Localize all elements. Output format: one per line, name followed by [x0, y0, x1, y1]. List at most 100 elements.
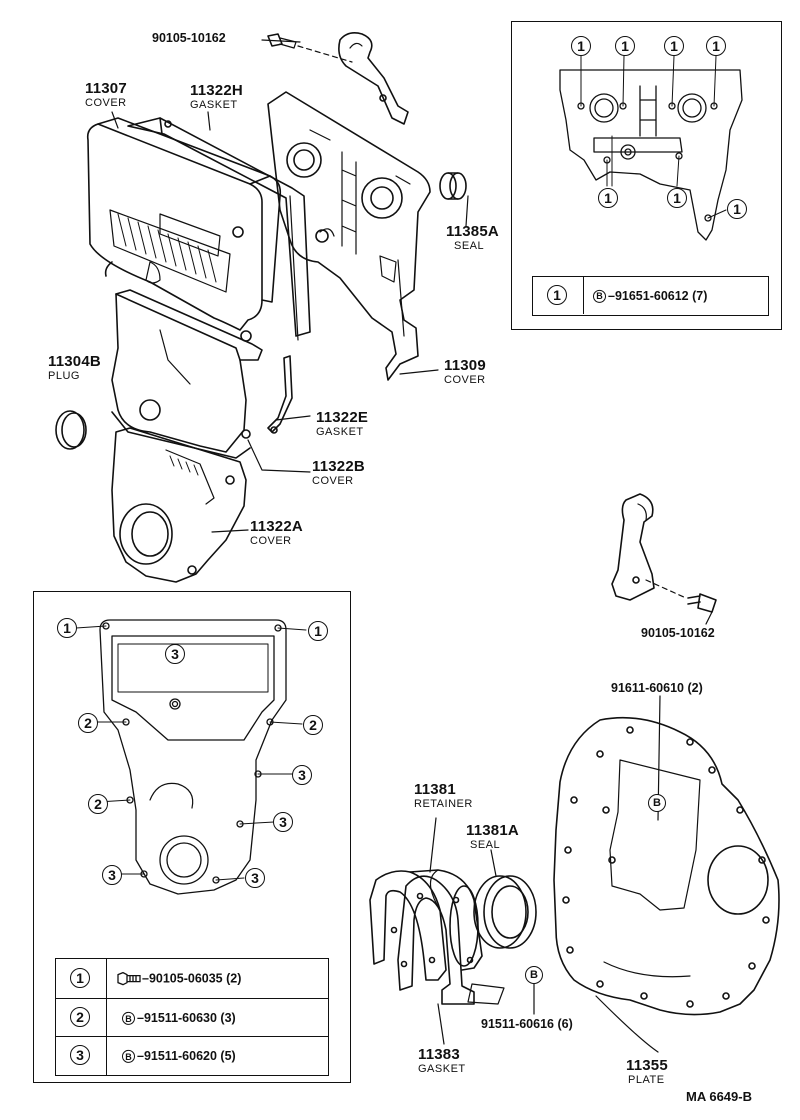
- callout-11355: 11355 PLATE: [626, 1058, 668, 1086]
- legend-part-text: B–91651-60612 (7): [593, 288, 708, 303]
- bolt-top-part-number: 90105-10162: [152, 31, 226, 45]
- part-number: 11385A: [446, 223, 499, 240]
- legend-table-bottom: 1 –90105-06035 (2) 2 B–91511-60630 (3) 3…: [55, 958, 329, 1076]
- retainer-11381: [369, 869, 483, 981]
- key-1-badge: 1: [57, 618, 77, 638]
- callout-11309: 11309 COVER: [444, 358, 486, 386]
- key-1-badge: 1: [615, 36, 635, 56]
- legend-key-cell: 1: [56, 959, 107, 998]
- legend-key-badge: 1: [70, 968, 90, 988]
- legend-key-cell: 2: [56, 999, 107, 1037]
- key-3-badge: 3: [273, 812, 293, 832]
- mini-rear-cover: [559, 55, 743, 241]
- rear-cover-11309: [267, 91, 431, 381]
- key-2-badge: 2: [78, 713, 98, 733]
- bracket-right: [611, 493, 717, 613]
- seal-11385a: [439, 172, 467, 200]
- part-number: 11322B: [312, 458, 365, 475]
- gasket-11383: [397, 875, 475, 1005]
- callout-11307: 11307 COVER: [85, 81, 127, 109]
- part-name: COVER: [250, 535, 292, 547]
- key-1-badge: 1: [706, 36, 726, 56]
- b-mark: B: [122, 1050, 135, 1064]
- flange-bolt-icon: [117, 972, 141, 986]
- legend-part-number: 90105-06035 (2): [148, 971, 242, 986]
- part-name: GASKET: [418, 1063, 466, 1075]
- key-3-badge: 3: [102, 865, 122, 885]
- middle-cover-11322b: [111, 289, 263, 459]
- legend-key-badge: 3: [70, 1045, 90, 1065]
- b-mark: B: [122, 1012, 135, 1026]
- legend-key-badge: 1: [547, 285, 567, 305]
- key-2-badge: 2: [303, 715, 323, 735]
- callout-11322b: 11322B COVER: [312, 459, 365, 487]
- legend-part-text: B–91511-60620 (5): [122, 1048, 236, 1064]
- callout-11322e: 11322E GASKET: [316, 410, 368, 438]
- b-mark-plate: B: [648, 794, 666, 812]
- legend-part-number: 91511-60630 (3): [143, 1010, 236, 1025]
- key-1-badge: 1: [727, 199, 747, 219]
- key-3-badge: 3: [292, 765, 312, 785]
- b-mark-retainer: B: [525, 966, 543, 984]
- legend-part-text: –90105-06035 (2): [116, 971, 241, 986]
- legend-key-cell: 3: [56, 1037, 107, 1075]
- inset-frame-top-right: [511, 21, 782, 330]
- legend-part-text: B–91511-60630 (3): [122, 1010, 236, 1026]
- legend-part-number: 91651-60612 (7): [614, 288, 708, 303]
- part-number: 11322H: [190, 82, 243, 99]
- part-number: 11383: [418, 1046, 460, 1063]
- key-1-badge: 1: [308, 621, 328, 641]
- part-name: COVER: [312, 475, 354, 487]
- key-2-badge: 2: [88, 794, 108, 814]
- part-number: 11322A: [250, 518, 303, 535]
- part-number: 11304B: [48, 353, 101, 370]
- bolt-right-part-number: 90105-10162: [641, 626, 715, 640]
- part-number: 11309: [444, 357, 486, 374]
- part-name: SEAL: [470, 839, 501, 851]
- part-number: 11355: [626, 1057, 668, 1074]
- legend-part-number: 91511-60620 (5): [143, 1048, 236, 1063]
- lower-cover-11322a: [111, 427, 247, 583]
- legend-row: 1 –90105-06035 (2): [56, 959, 328, 998]
- legend-row: 3 B–91511-60620 (5): [56, 1036, 328, 1075]
- part-name: PLUG: [48, 370, 80, 382]
- key-1-badge: 1: [664, 36, 684, 56]
- part-number: 11381: [414, 781, 456, 798]
- key-3-badge: 3: [165, 644, 185, 664]
- legend-key-badge: 2: [70, 1007, 90, 1027]
- legend-key-cell: 1: [533, 277, 584, 314]
- key-1-badge: 1: [571, 36, 591, 56]
- callout-11322a: 11322A COVER: [250, 519, 303, 547]
- part-number: 11307: [85, 80, 127, 97]
- plug-11304b: [55, 410, 87, 450]
- callout-11385a: 11385A SEAL: [446, 224, 499, 252]
- seal-11381a: [473, 875, 537, 949]
- part-name: SEAL: [454, 240, 485, 252]
- retainer-bolt-part-number: 91511-60616 (6): [481, 1017, 573, 1031]
- part-number: 11322E: [316, 409, 369, 426]
- callout-11381a: 11381A SEAL: [466, 823, 519, 851]
- key-1-badge: 1: [667, 188, 687, 208]
- plate-bolt-part-number: 91611-60610 (2): [611, 681, 703, 695]
- mini-timing-cover: [75, 619, 307, 895]
- gasket-11322h: [127, 117, 311, 341]
- part-name: PLATE: [628, 1074, 665, 1086]
- gasket-11322e: [267, 355, 293, 434]
- b-mark: B: [593, 289, 606, 303]
- legend-row: 2 B–91511-60630 (3): [56, 998, 328, 1037]
- inset-frame-bottom-left: [33, 591, 351, 1083]
- part-name: GASKET: [190, 99, 238, 111]
- callout-11322h: 11322H GASKET: [190, 83, 243, 111]
- plate-11355: [553, 716, 780, 1016]
- key-3-badge: 3: [245, 868, 265, 888]
- part-name: COVER: [444, 374, 486, 386]
- callout-11304b: 11304B PLUG: [48, 354, 101, 382]
- legend-row: 1 B–91651-60612 (7): [533, 277, 768, 314]
- part-name: RETAINER: [414, 798, 473, 810]
- part-name: GASKET: [316, 426, 364, 438]
- legend-table-top: 1 B–91651-60612 (7): [532, 276, 769, 316]
- part-number: 11381A: [466, 822, 519, 839]
- part-name: COVER: [85, 97, 127, 109]
- callout-11383: 11383 GASKET: [418, 1047, 466, 1075]
